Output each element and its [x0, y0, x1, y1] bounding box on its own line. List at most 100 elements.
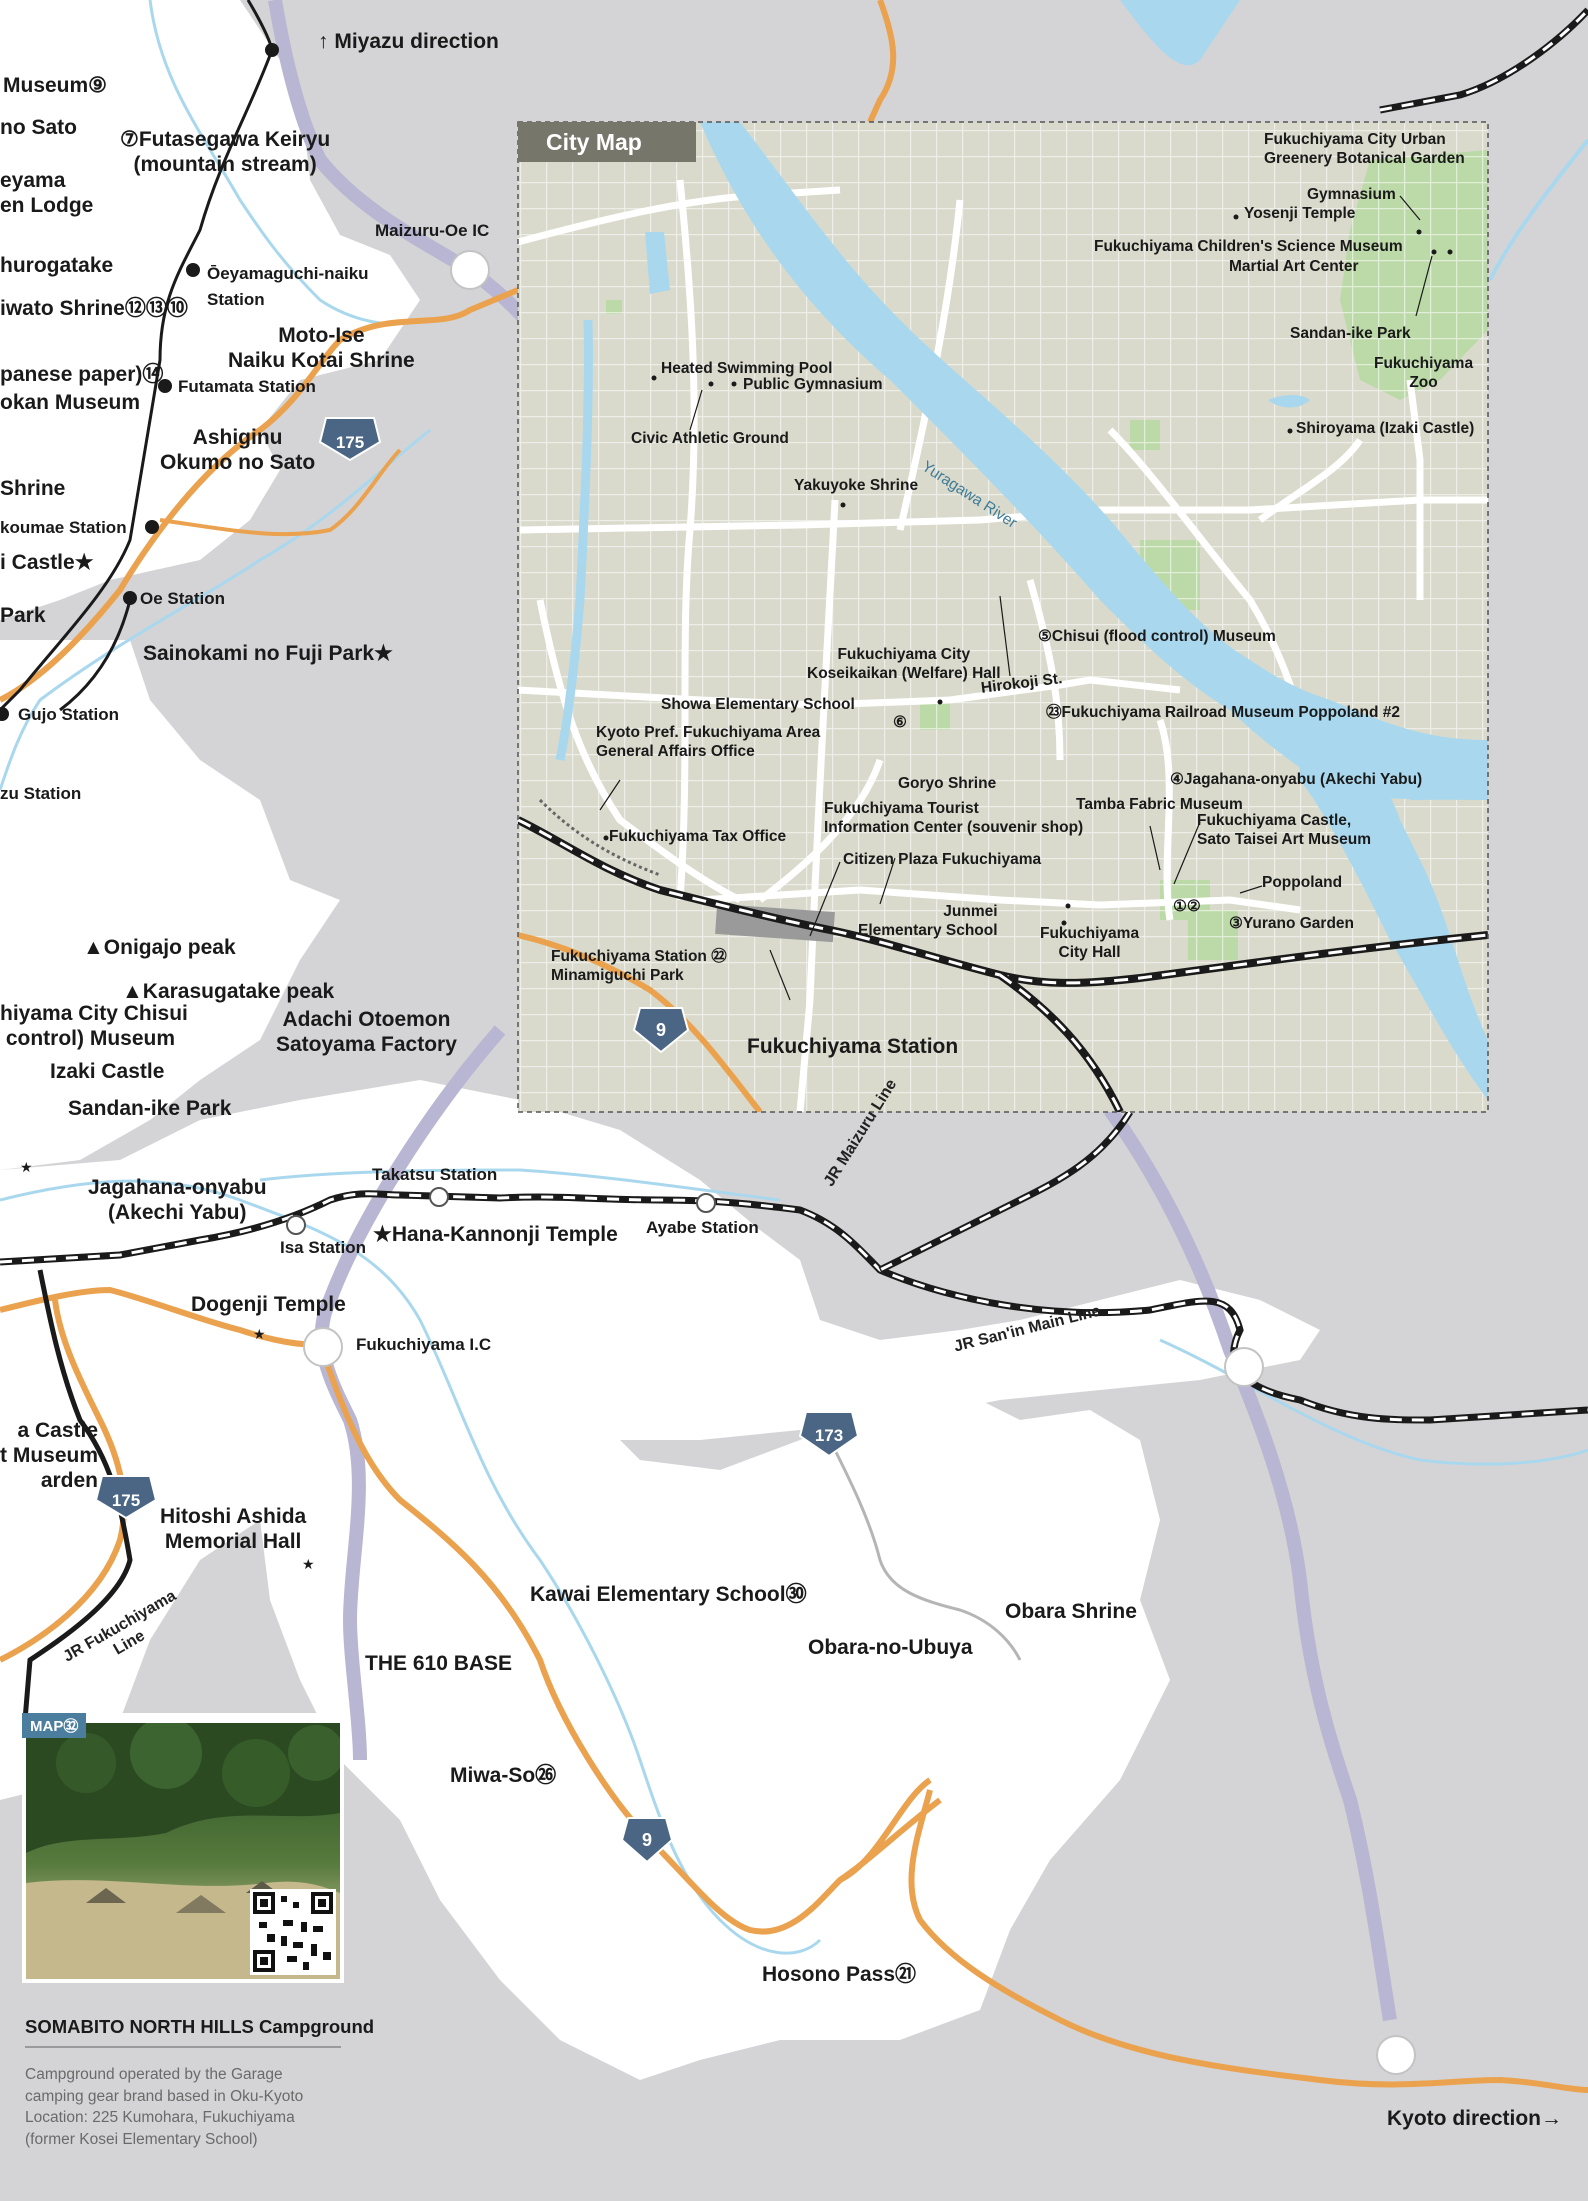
map-badge: MAP㉜ — [22, 1713, 87, 1738]
label-onigajo-peak: ▲Onigajo peak — [83, 936, 236, 959]
label-hurogatake: hurogatake — [0, 254, 114, 277]
city-sandan-ike-park: Sandan-ike Park — [1290, 325, 1411, 342]
label-ayabe-station: Ayabe Station — [646, 1218, 759, 1237]
river — [0, 1179, 822, 1955]
campground-divider — [25, 2046, 341, 2048]
svg-text:9: 9 — [656, 1020, 666, 1040]
label-karasugatake-peak: ▲Karasugatake peak — [122, 980, 335, 1003]
city-tax-office: Fukuchiyama Tax Office — [609, 828, 787, 845]
road — [0, 1286, 321, 1348]
label-miyazu-direction: ↑ Miyazu direction — [318, 30, 499, 53]
city-koseikaikan: Fukuchiyama City Koseikaikan (Welfare) H… — [807, 646, 1001, 682]
city-martial-art-center: Martial Art Center — [1229, 258, 1359, 275]
label-dogenji-temple: Dogenji Temple — [191, 1293, 346, 1316]
label-oeyama-lodge: eyama en Lodge — [0, 169, 94, 218]
river — [148, 0, 421, 326]
label-hitoshi-ashida: Hitoshi Ashida Memorial Hall — [160, 1505, 307, 1554]
city-num-6: ⑥ — [893, 714, 907, 731]
city-yakuyoke-shrine: Yakuyoke Shrine — [794, 477, 919, 494]
label-castle-left: i Castle★ — [0, 551, 94, 574]
railway — [879, 1111, 1132, 1272]
city-swimming-pool: Heated Swimming Pool — [661, 360, 833, 377]
label-oe-station: Oe Station — [140, 589, 226, 608]
svg-text:173: 173 — [815, 1426, 843, 1445]
city-shiroyama: Shiroyama (Izaki Castle) — [1296, 420, 1475, 437]
city-showa-school: Showa Elementary School — [661, 696, 855, 713]
city-goryo-shrine: Goryo Shrine — [898, 775, 997, 792]
city-chisui-museum: ⑤Chisui (flood control) Museum — [1038, 628, 1276, 645]
road — [317, 1342, 932, 1935]
label-futamata-station: Futamata Station — [178, 377, 316, 396]
city-gymnasium: Gymnasium — [1307, 186, 1396, 203]
route-175b: 175 — [94, 1475, 158, 1520]
city-tourist-info-center: Fukuchiyama Tourist Information Center (… — [824, 800, 1084, 836]
city-zoo: Fukuchiyama Zoo — [1374, 355, 1474, 391]
svg-text:9: 9 — [642, 1830, 652, 1850]
svg-text:★: ★ — [253, 1326, 266, 1342]
city-yosenji-temple: Yosenji Temple — [1244, 205, 1356, 222]
label-zu-station: zu Station — [0, 784, 82, 803]
stations — [0, 43, 279, 721]
label-obara-ubuya: Obara-no-Ubuya — [808, 1636, 973, 1659]
city-botanical-garden: Fukuchiyama City Urban Greenery Botanica… — [1264, 131, 1465, 167]
city-map-inset: 9 — [518, 122, 1488, 1112]
label-castle-museum-garden: a Castle t Museum arden — [0, 1419, 99, 1493]
city-fukuchiyama-station: Fukuchiyama Station — [747, 1035, 959, 1058]
city-station-minamiguchi: Fukuchiyama Station ㉒ Minamiguchi Park — [551, 948, 727, 984]
label-hana-kannonji: ★Hana-Kannonji Temple — [373, 1223, 618, 1246]
svg-text:175: 175 — [336, 433, 364, 452]
route-173: 173 — [798, 1411, 860, 1458]
label-isa-station: Isa Station — [280, 1238, 366, 1257]
route-9b: 9 — [620, 1817, 674, 1864]
railway — [1379, 8, 1588, 112]
valley-area — [0, 1080, 1320, 1800]
interchanges — [303, 250, 1416, 2075]
label-museum: Museum⑨ — [3, 74, 108, 97]
city-yurano-garden: ③Yurano Garden — [1229, 915, 1355, 932]
label-japanese-paper: panese paper)⑭ — [0, 363, 164, 386]
city-public-gymnasium: Public Gymnasium — [743, 376, 883, 393]
road — [0, 287, 520, 703]
qr-code[interactable] — [250, 1889, 336, 1975]
city-nums-1-2: ①② — [1173, 898, 1201, 915]
road — [908, 1789, 1588, 2093]
route-175a: 175 — [318, 417, 382, 462]
svg-text:175: 175 — [112, 1491, 140, 1510]
label-sandan-left: Sandan-ike Park — [68, 1097, 232, 1120]
label-gujo-station: Gujo Station — [18, 705, 120, 724]
campground-photo-card[interactable]: MAP㉜ — [22, 1713, 344, 1983]
city-civic-athletic-ground: Civic Athletic Ground — [631, 430, 789, 447]
label-takatsu-station: Takatsu Station — [372, 1165, 498, 1184]
city-science-museum: Fukuchiyama Children's Science Museum — [1094, 238, 1403, 255]
label-chisui-left: hiyama City Chisui control) Museum — [0, 1002, 188, 1051]
label-futasegawa: ⑦Futasegawa Keiryu (mountain stream) — [120, 128, 331, 177]
label-kan-museum: okan Museum — [0, 391, 141, 414]
label-fukuchiyama-ic: Fukuchiyama I.C — [356, 1335, 492, 1354]
river — [1120, 0, 1240, 66]
label-kumae-station: koumae Station — [0, 518, 127, 537]
city-map-title: City Map — [518, 122, 696, 162]
label-sainokami: Sainokami no Fuji Park★ — [143, 642, 393, 665]
road-173 — [828, 1439, 1022, 1661]
city-poppoland-2: ㉓Fukuchiyama Railroad Museum Poppoland #… — [1046, 704, 1400, 721]
city-city-hall: Fukuchiyama City Hall — [1040, 925, 1140, 961]
svg-text:★: ★ — [20, 1159, 33, 1175]
valley-area — [0, 0, 420, 620]
star-markers: ★ ★ ★ — [20, 1159, 315, 1572]
road — [159, 448, 402, 537]
river — [1488, 138, 1588, 281]
valley-area — [0, 640, 340, 1170]
label-hosono-pass: Hosono Pass㉑ — [762, 1963, 917, 1986]
city-castle-art-museum: Fukuchiyama Castle, Sato Taisei Art Muse… — [1197, 812, 1371, 848]
label-the-610-base: THE 610 BASE — [365, 1652, 513, 1675]
valley-area — [260, 1330, 1170, 2080]
label-kyoto-direction: Kyoto direction→ — [1387, 2107, 1563, 2130]
railway — [59, 599, 132, 712]
label-obara-shrine: Obara Shrine — [1005, 1600, 1137, 1623]
label-oeyamaguchi-station: Ōeyamaguchi-naiku Station — [207, 264, 369, 310]
label-ashiginu: Ashiginu Okumo no Sato — [160, 426, 316, 475]
label-jagahana-left: Jagahana-onyabu (Akechi Yabu) — [88, 1176, 267, 1225]
city-kyoto-pref-office: Kyoto Pref. Fukuchiyama Area General Aff… — [596, 724, 821, 760]
